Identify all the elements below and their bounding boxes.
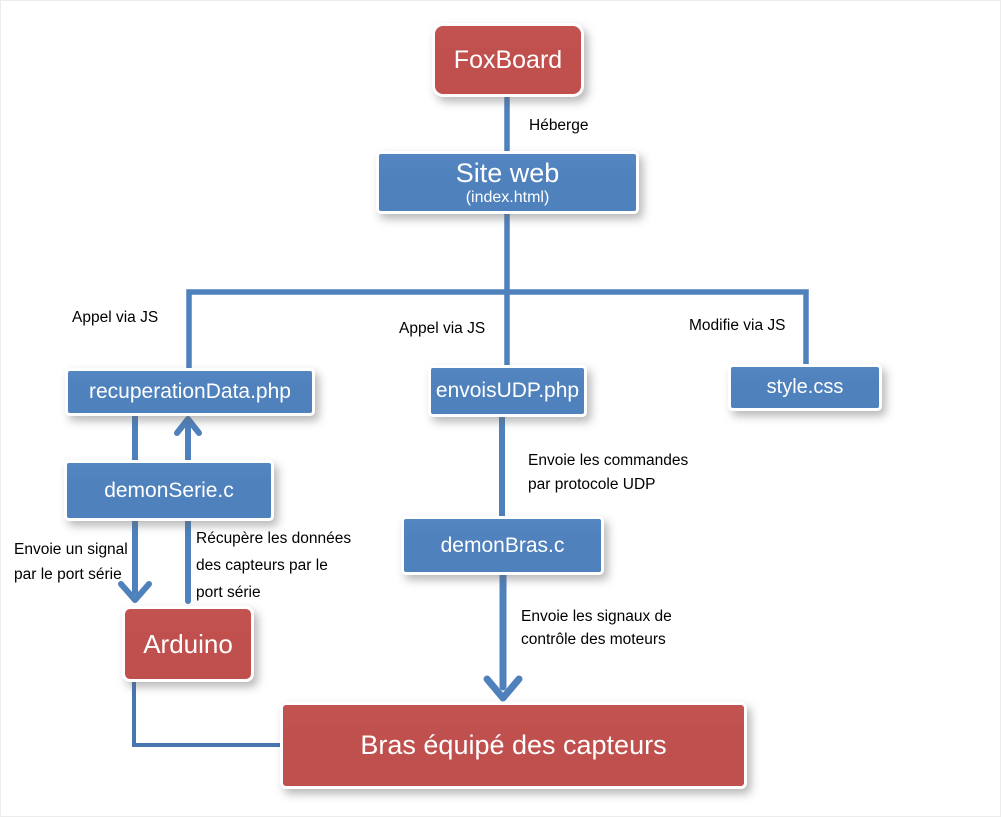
node-bras-label: Bras équipé des capteurs [360, 730, 667, 760]
node-envoisudp-label: envoisUDP.php [435, 379, 580, 402]
node-stylecss: style.css [731, 367, 879, 408]
node-bras-capteurs: Bras équipé des capteurs [283, 705, 744, 786]
arrowhead-down-bras [483, 675, 523, 702]
node-demonbras-label: demonBras.c [440, 533, 565, 557]
edge-label-appel-via-js-center: Appel via JS [399, 320, 486, 337]
edge-label-signal-port-serie: Envoie un signal par le port série [14, 541, 128, 583]
node-arduino-label: Arduino [143, 628, 233, 659]
node-demonbras-c: demonBras.c [404, 519, 601, 572]
edge-label-signaux-moteurs: Envoie les signaux de contrôle des moteu… [521, 608, 672, 648]
node-foxboard-label: FoxBoard [453, 45, 563, 74]
node-recuperationdata-label: recuperationData.php [89, 380, 291, 403]
node-siteweb-label: Site web [455, 158, 560, 188]
edge-branch-tree [186, 289, 809, 372]
arrowhead-up-recuperationdata [174, 416, 202, 436]
arrowhead-down-arduino [118, 581, 152, 603]
node-demonserie-c: demonSerie.c [67, 463, 271, 518]
node-demonserie-label: demonSerie.c [104, 478, 234, 502]
node-stylecss-label: style.css [766, 376, 844, 398]
node-envoisudp-php: envoisUDP.php [431, 368, 584, 414]
edge-label-commandes-udp: Envoie les commandes par protocole UDP [528, 452, 689, 493]
node-siteweb: Site web (index.html) [379, 154, 636, 211]
edge-label-recupere-donnees: Récupère les données des capteurs par le… [196, 530, 352, 601]
edge-label-modifie-via-js: Modifie via JS [689, 317, 786, 334]
node-siteweb-sublabel: (index.html) [465, 189, 550, 206]
node-recuperationdata-php: recuperationData.php [68, 371, 312, 413]
edge-arduino-bras-elbow [132, 679, 282, 747]
node-foxboard: FoxBoard [435, 26, 581, 94]
node-arduino: Arduino [125, 609, 251, 679]
edge-label-heberge: Héberge [529, 117, 589, 134]
edge-label-appel-via-js-left: Appel via JS [72, 309, 159, 326]
